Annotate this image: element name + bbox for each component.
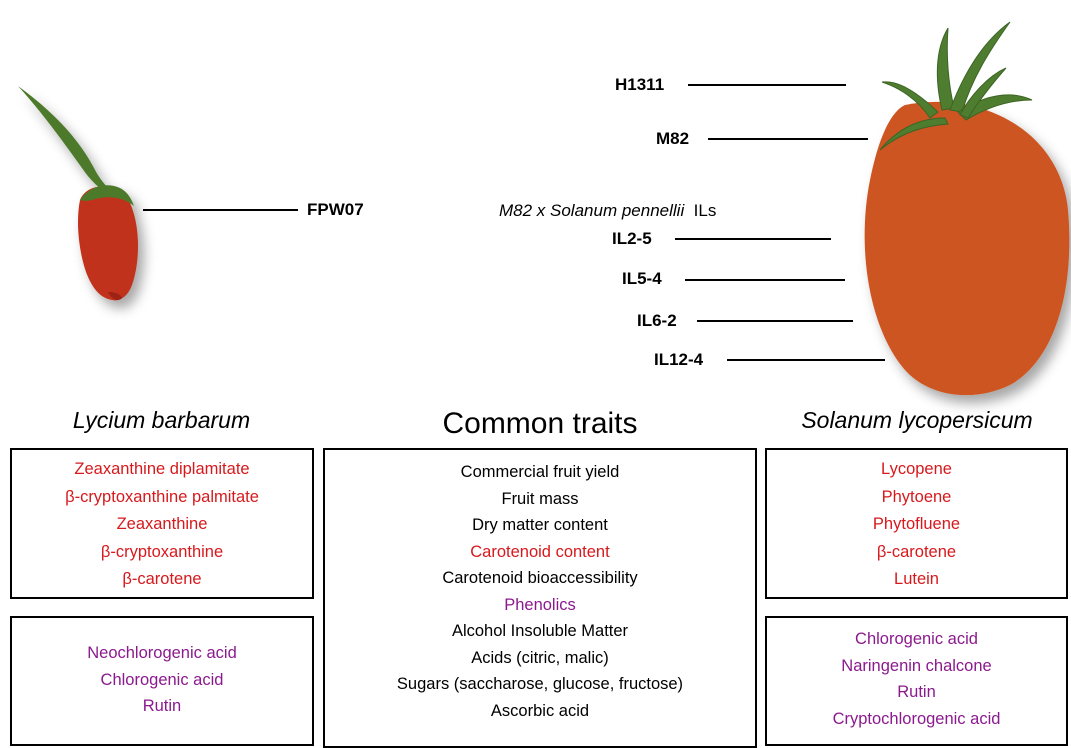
trait-item: Sugars (saccharose, glucose, fructose) [396,675,684,693]
trait-item: Cryptochlorogenic acid [832,709,1001,728]
leader-line-il2-5 [675,238,831,240]
trait-item: β-cryptoxanthine palmitate [65,487,259,506]
leader-line-m82 [708,138,868,140]
trait-item: Rutin [897,683,936,701]
trait-item: Phytoene [881,487,952,506]
label-il12-4: IL12-4 [654,350,704,369]
leader-line-il12-4 [727,359,885,361]
trait-item: β-carotene [122,570,202,589]
heading-solanum-lycopersicum: Solanum lycopersicum [801,407,1033,433]
trait-item: Chlorogenic acid [100,670,224,689]
trait-item: Fruit mass [501,489,579,508]
illustration-layer [18,21,1070,396]
trait-item: Zeaxanthine diplamitate [74,460,250,478]
trait-item: Neochlorogenic acid [87,644,237,662]
trait-item: Rutin [142,697,182,715]
trait-item: Carotenoid bioaccessibility [442,569,638,587]
heading-lycium-barbarum: Lycium barbarum [72,407,251,433]
trait-item: Phenolics [504,595,576,614]
list-lycium-carotenoids: Zeaxanthine diplamitate β-cryptoxanthine … [65,456,259,594]
leader-line-il5-4 [685,279,845,281]
trait-item: Acids (citric, malic) [471,648,609,667]
trait-item: β-cryptoxanthine [100,542,224,561]
tomato-icon [864,21,1070,396]
il-caption-ils: ILs [693,201,717,220]
heading-common-traits: Common traits [442,407,638,440]
label-fpw07: FPW07 [307,200,364,219]
leader-line-h1311 [688,84,846,86]
trait-item: Naringenin chalcone [841,656,992,675]
il-caption: M82 x Solanum pennellii ILs [499,201,716,221]
il-caption-species: M82 x Solanum pennellii [499,201,685,220]
trait-item: β-carotene [876,542,957,561]
leader-line-fpw07 [143,209,298,211]
trait-item: Lutein [894,570,939,589]
trait-item: Carotenoid content [470,542,610,561]
label-il2-5: IL2-5 [612,229,652,248]
label-h1311: H1311 [615,75,665,94]
trait-item: Dry matter content [472,516,608,534]
trait-item: Zeaxanthine [116,515,208,534]
trait-item: Lycopene [881,460,952,478]
trait-item: Chlorogenic acid [855,630,978,648]
box-lycium-carotenoids: Zeaxanthine diplamitate β-cryptoxanthine … [10,448,314,599]
label-m82: M82 [656,129,690,148]
label-il5-4: IL5-4 [622,269,662,288]
leader-line-il6-2 [697,320,853,322]
label-il6-2: IL6-2 [637,311,677,330]
goji-berry-icon [18,86,138,301]
trait-item: Alcohol Insoluble Matter [451,622,629,640]
trait-item: Commercial fruit yield [460,463,620,481]
trait-item: Ascorbic acid [490,701,590,720]
trait-item: Phytofluene [872,515,961,534]
